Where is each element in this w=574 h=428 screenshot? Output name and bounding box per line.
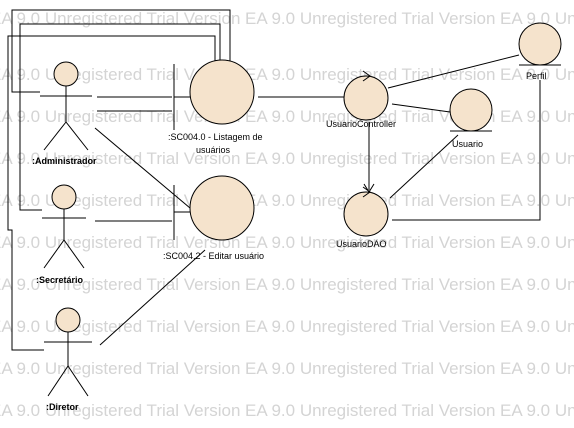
watermark-text: EA 9.0 Unregistered Trial Version (0, 149, 240, 168)
watermark-text: EA 9.0 Unregistered Trial Version (500, 275, 574, 294)
watermark-text: EA 9.0 Unregistered Trial Version (500, 359, 574, 378)
watermark-text: EA 9.0 Unregistered Trial Version (245, 65, 495, 84)
watermark-text: EA 9.0 Unregistered Trial Version (500, 9, 574, 28)
boundary-editar-usuario[interactable]: :SC004.2 - Editar usuário (163, 175, 264, 261)
connector-secretario-listagem-outer (19, 23, 221, 211)
watermark-text: EA 9.0 Unregistered Trial Version (0, 275, 240, 294)
control-circle (343, 191, 389, 237)
watermark-text: EA 9.0 Unregistered Trial Version (500, 317, 574, 336)
actor-secretario-label: :Secretário (36, 275, 84, 285)
actor-head (55, 307, 81, 333)
watermark-text: EA 9.0 Unregistered Trial Version (245, 317, 495, 336)
actor-secretario[interactable]: :Secretário (36, 184, 86, 285)
boundary-editar-label: :SC004.2 - Editar usuário (163, 251, 264, 261)
boundary-listagem-label-line1: :SC004.0 - Listagem de (168, 132, 263, 142)
control-arrow (362, 70, 371, 82)
control-usuario-controller[interactable]: UsuarioController (326, 70, 396, 129)
entity-perfil-label: Perfil (526, 71, 547, 81)
actor-administrador[interactable]: :Administrador (32, 61, 97, 166)
control-usuario-controller-label: UsuarioController (326, 119, 396, 129)
connector-diretor-listagem-outer (7, 35, 216, 351)
watermark-text: EA 9.0 Unregistered Trial Version (0, 9, 240, 28)
boundary-listagem-label-line2: usuários (196, 145, 231, 155)
control-arrow (362, 186, 371, 198)
watermark-text: EA 9.0 Unregistered Trial Version (245, 9, 495, 28)
watermark-text: EA 9.0 Unregistered Trial Version (245, 359, 495, 378)
watermark-text: EA 9.0 Unregistered Trial Version (245, 401, 495, 420)
entity-usuario-label: Usuario (452, 139, 483, 149)
watermark-text: EA 9.0 Unregistered Trial Version (245, 233, 495, 252)
connector-dao-perfil (392, 80, 541, 221)
watermark-text: EA 9.0 Unregistered Trial Version (500, 401, 574, 420)
connector-diretor-editar (99, 249, 206, 346)
watermark-text: EA 9.0 Unregistered Trial Version (0, 233, 240, 252)
actor-head (51, 184, 77, 210)
control-circle (343, 75, 389, 121)
watermark-text: EA 9.0 Unregistered Trial Version (500, 233, 574, 252)
connector-admin-listagem-outer (11, 9, 231, 93)
watermark-text: EA 9.0 Unregistered Trial Version (0, 359, 240, 378)
connector-controller-usuario (391, 103, 451, 113)
entity-perfil[interactable]: Perfil (518, 22, 562, 81)
entity-usuario[interactable]: Usuario (449, 88, 493, 149)
watermark-text: EA 9.0 Unregistered Trial Version (500, 191, 574, 210)
watermark-text: EA 9.0 Unregistered Trial Version (0, 107, 240, 126)
actor-diretor[interactable]: :Diretor (44, 307, 92, 412)
watermark-text: EA 9.0 Unregistered Trial Version (245, 149, 495, 168)
connector-dao-usuario (389, 134, 459, 199)
actor-diretor-label: :Diretor (46, 402, 79, 412)
watermark-text: EA 9.0 Unregistered Trial Version (245, 275, 495, 294)
entity-circle (449, 88, 493, 132)
watermark-text: EA 9.0 Unregistered Trial Version (0, 401, 240, 420)
actor-head (53, 61, 79, 87)
entity-circle (518, 22, 562, 66)
connectors (7, 9, 541, 351)
watermark-text: EA 9.0 Unregistered Trial Version (500, 65, 574, 84)
watermark-layer: EA 9.0 Unregistered Trial Version EA 9.0 … (0, 9, 574, 420)
watermark-text: EA 9.0 Unregistered Trial Version (500, 107, 574, 126)
connector-controller-perfil (387, 54, 520, 89)
boundary-circle (189, 59, 255, 125)
control-usuario-dao-label: UsuarioDAO (336, 239, 387, 249)
watermark-text: EA 9.0 Unregistered Trial Version (500, 149, 574, 168)
control-usuario-dao[interactable]: UsuarioDAO (336, 186, 389, 249)
boundary-listagem-usuarios[interactable]: :SC004.0 - Listagem de usuários (168, 59, 263, 155)
boundary-circle (189, 175, 255, 241)
actor-administrador-label: :Administrador (32, 156, 97, 166)
